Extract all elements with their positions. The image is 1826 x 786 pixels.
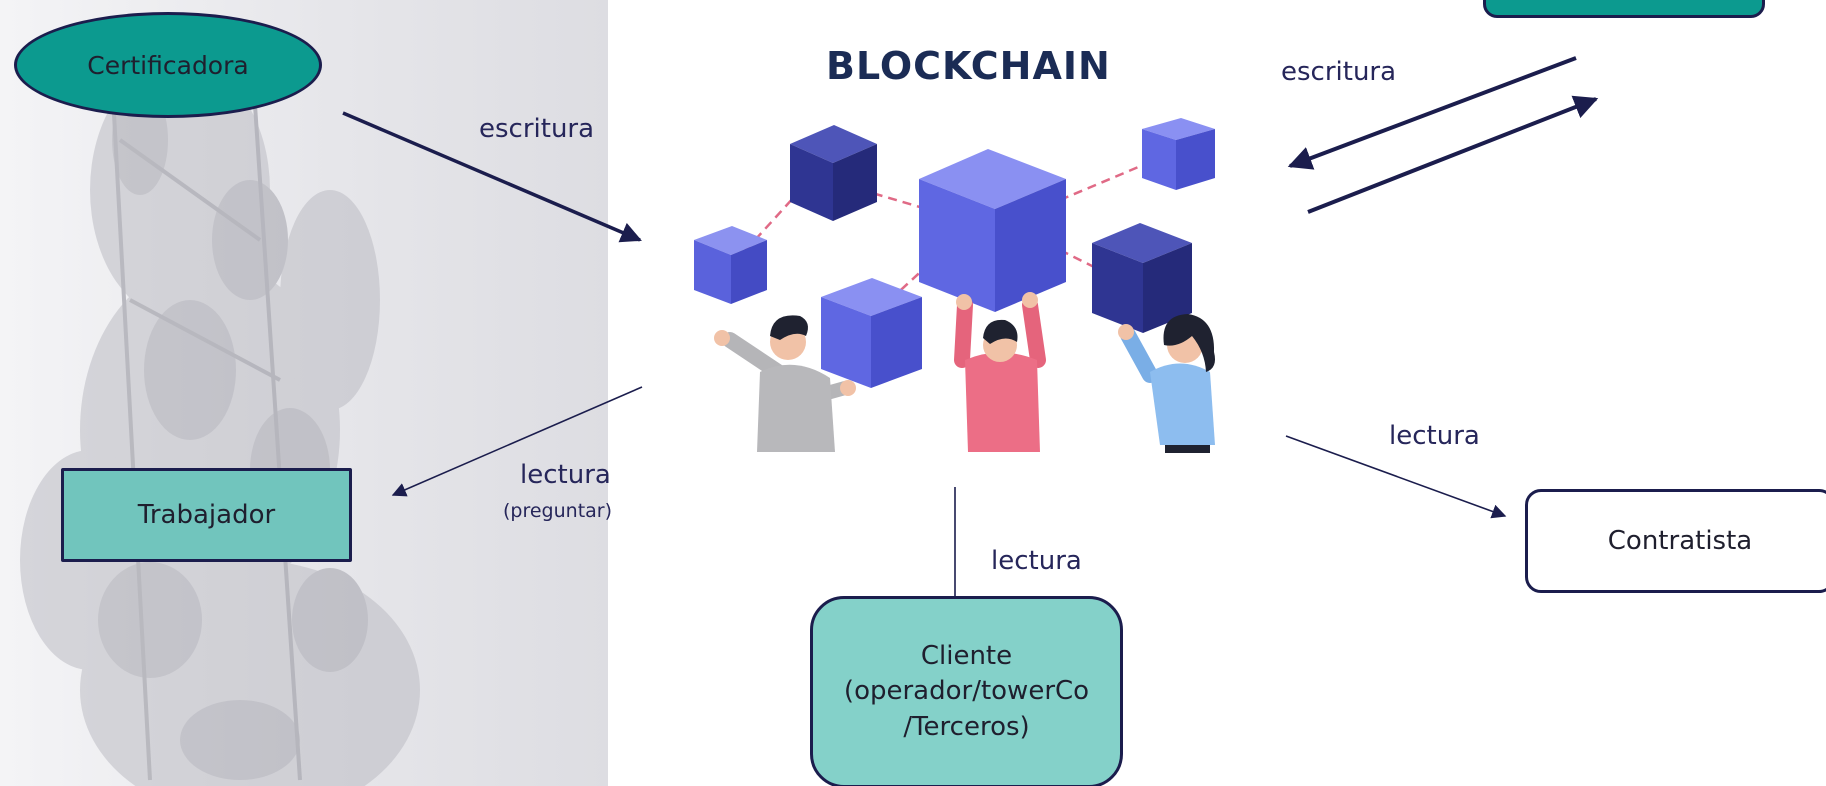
- edge-label-right-escritura: escritura: [1281, 57, 1397, 87]
- cube-top-right-small: [1142, 118, 1215, 190]
- edge-label-trabajador-note: (preguntar): [503, 500, 613, 522]
- node-cliente-line2: (operador/towerCo: [843, 676, 1090, 707]
- cube-center-big: [919, 149, 1066, 312]
- edge-label-trabajador-lectura: lectura: [520, 460, 611, 490]
- node-certificadora: Certificadora: [14, 12, 322, 118]
- person-left: [714, 315, 856, 452]
- cube-left-small: [694, 226, 767, 304]
- node-trabajador: Trabajador: [61, 468, 352, 562]
- edge-label-cliente-lectura: lectura: [991, 546, 1082, 576]
- cube-held-left: [821, 278, 922, 388]
- cube-top-left-dark: [790, 125, 877, 221]
- node-contratista-label: Contratista: [1607, 525, 1753, 556]
- diagram-title: BLOCKCHAIN: [826, 44, 1111, 88]
- edge-label-certificadora-escritura: escritura: [479, 114, 595, 144]
- person-center: [954, 292, 1046, 452]
- person-right: [1118, 314, 1215, 453]
- node-cliente: Cliente (operador/towerCo /Terceros): [810, 596, 1123, 786]
- edge-label-contratista-lectura: lectura: [1389, 421, 1480, 451]
- node-cliente-line3: /Terceros): [903, 711, 1030, 742]
- node-cliente-line1: Cliente: [920, 640, 1013, 671]
- node-top-right: [1483, 0, 1765, 18]
- node-certificadora-label: Certificadora: [87, 50, 249, 80]
- cube-right-dark: [1092, 223, 1192, 333]
- node-trabajador-label: Trabajador: [137, 499, 276, 530]
- node-contratista: Contratista: [1525, 489, 1826, 593]
